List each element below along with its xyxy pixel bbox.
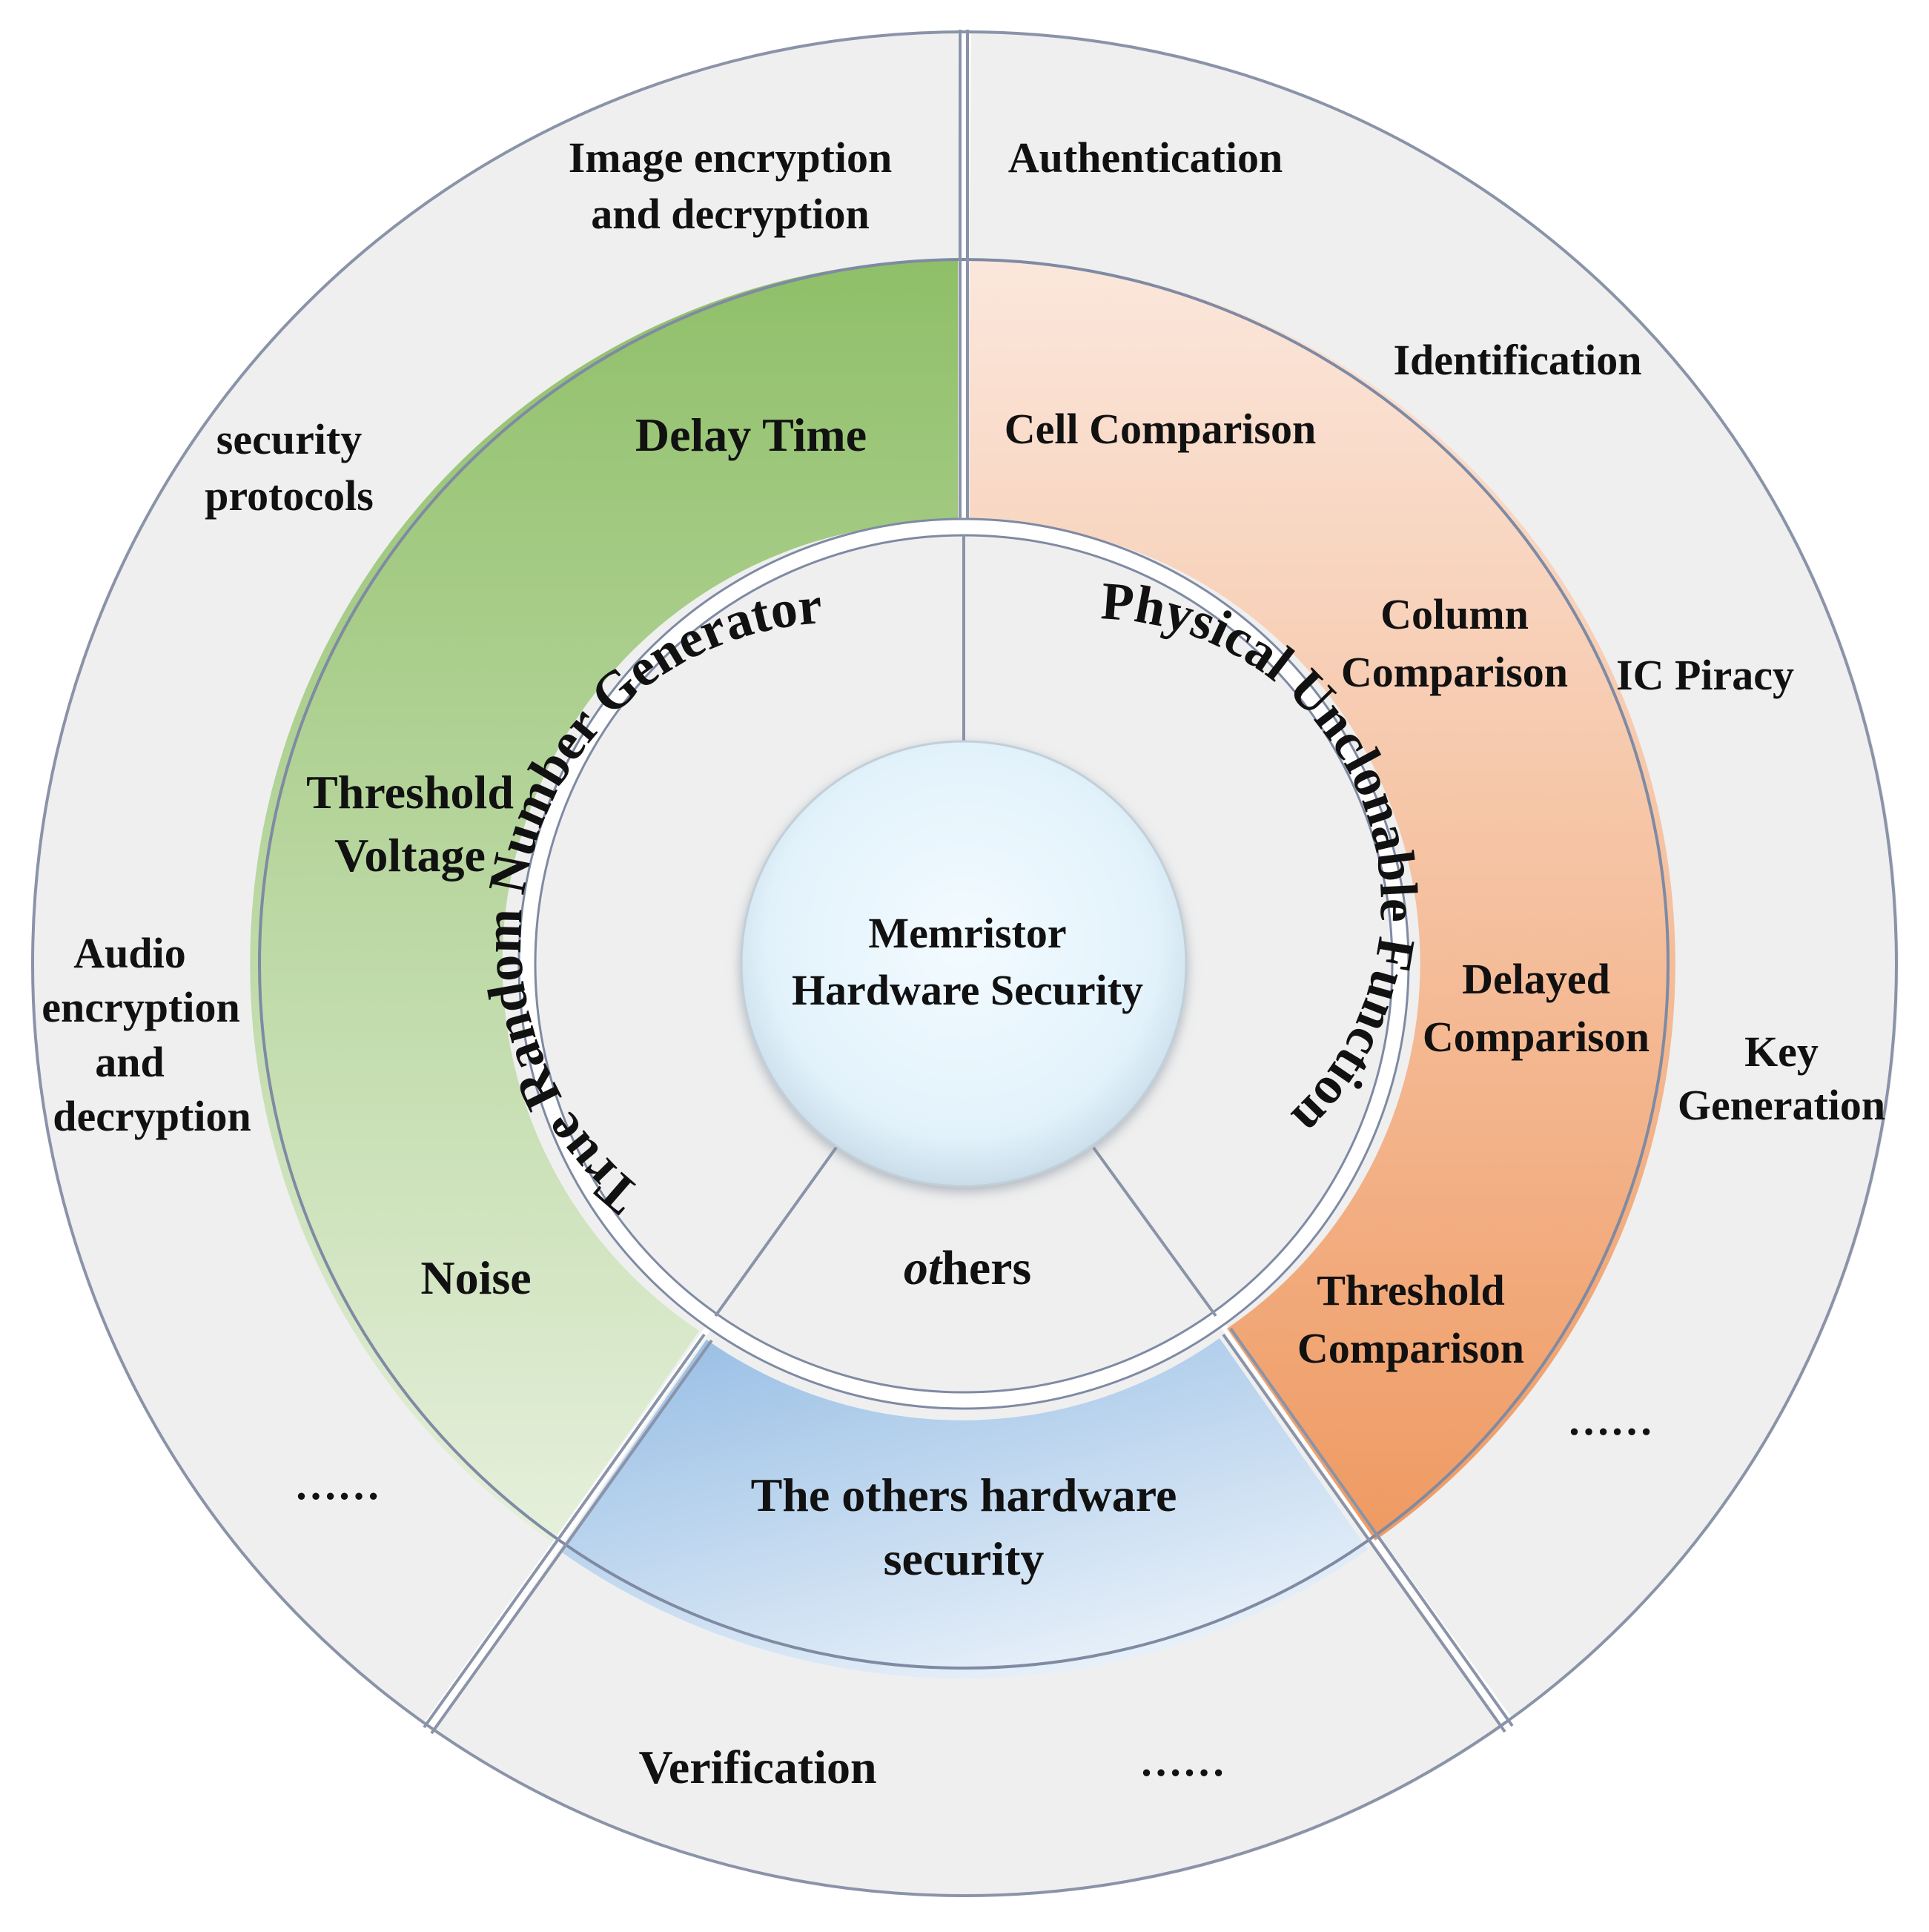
outer-left-and-decryption: and decryption	[591, 190, 869, 238]
puf-item-column: Column	[1380, 590, 1529, 638]
sector-puf-orange	[970, 259, 1675, 1541]
center-title-line2: Hardware Security	[792, 966, 1143, 1014]
outer-left-ellipsis: ……	[294, 1460, 380, 1509]
outer-ring-labels: Image encryption and decryption security…	[42, 133, 1885, 1793]
puf-item-delayed: Delayed	[1462, 955, 1610, 1003]
trng-item-threshold: Threshold	[306, 766, 514, 818]
outer-ring-border	[31, 30, 1898, 1897]
sector-trng-green	[250, 259, 959, 1543]
puf-item-cell-comparison: Cell Comparison	[1005, 405, 1317, 453]
separator-left	[423, 1333, 706, 1729]
outer-left-image-encryption: Image encryption	[569, 133, 893, 182]
center-hub: Memristor Hardware Security	[740, 740, 1188, 1188]
trng-item-noise: Noise	[420, 1251, 531, 1304]
middle-ring-border	[258, 258, 1670, 1670]
outer-bottom-verification: Verification	[638, 1741, 876, 1793]
others-hardware-security-line1: The others hardware	[751, 1469, 1177, 1521]
others-hardware-security-line2: security	[884, 1532, 1045, 1585]
separator-right	[1222, 1333, 1506, 1733]
outer-bottom-ellipsis: ……	[1139, 1737, 1225, 1785]
puf-item-delayed-comparison: Comparison	[1423, 1013, 1650, 1061]
center-title-line1: Memristor	[868, 909, 1066, 957]
inner-others-label: others	[904, 1241, 1031, 1295]
middle-ring	[250, 258, 1675, 1678]
outer-right-identification: Identification	[1393, 336, 1641, 384]
outer-right-key: Key	[1744, 1028, 1819, 1076]
trng-item-voltage: Voltage	[334, 829, 486, 881]
outer-left-security: security	[216, 415, 363, 463]
outer-left-encryption: encryption	[42, 983, 239, 1031]
outer-left-decryption: decryption	[53, 1092, 251, 1140]
separator-left-b	[430, 1339, 713, 1735]
puf-item-column-comparison: Comparison	[1341, 648, 1568, 696]
middle-ring-labels: Delay Time Threshold Voltage Noise Cell …	[306, 405, 1650, 1585]
center-circle	[740, 740, 1188, 1188]
separator-inner-right	[1092, 1146, 1217, 1317]
outer-left-and: and	[95, 1038, 165, 1086]
outer-left-protocols: protocols	[205, 472, 374, 520]
separators	[423, 30, 1514, 1735]
outer-right-ellipsis: ……	[1567, 1396, 1653, 1444]
outer-right-ic-piracy: IC Piracy	[1616, 651, 1794, 699]
puf-item-threshold: Threshold	[1317, 1266, 1505, 1314]
separator-right-b	[1229, 1327, 1514, 1727]
outer-right-authentication: Authentication	[1008, 133, 1283, 182]
sector-others-blue	[560, 1338, 1368, 1678]
outer-left-audio: Audio	[73, 929, 186, 977]
trng-item-delay-time: Delay Time	[635, 408, 867, 461]
outer-right-generation: Generation	[1678, 1081, 1885, 1129]
separator-inner-left	[714, 1144, 839, 1317]
puf-item-threshold-comparison: Comparison	[1297, 1324, 1524, 1372]
